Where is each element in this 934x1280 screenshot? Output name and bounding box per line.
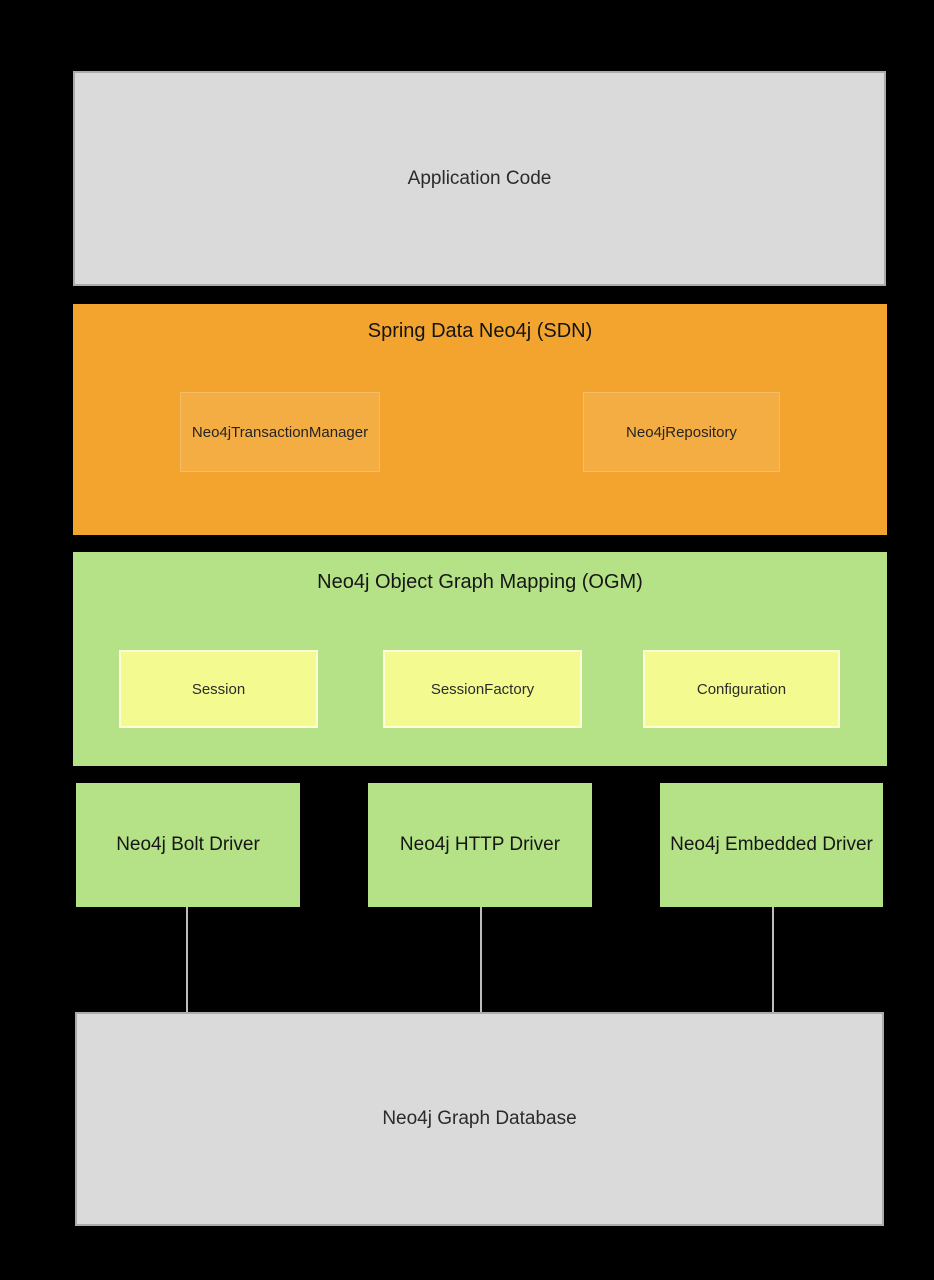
embedded-driver-connector-line xyxy=(772,907,774,1012)
graph-database-label: Neo4j Graph Database xyxy=(382,1108,577,1129)
session-box: Session xyxy=(119,650,318,728)
application-code-label: Application Code xyxy=(407,167,552,189)
session-factory-box: SessionFactory xyxy=(383,650,582,728)
configuration-label: Configuration xyxy=(696,680,787,698)
session-label: Session xyxy=(191,680,246,698)
ogm-layer-box: Neo4j Object Graph Mapping (OGM) Session… xyxy=(73,552,887,766)
session-factory-label: SessionFactory xyxy=(430,680,535,698)
ogm-layer-title: Neo4j Object Graph Mapping (OGM) xyxy=(317,571,643,593)
http-driver-box: Neo4j HTTP Driver xyxy=(368,783,592,907)
repository-box: Neo4jRepository xyxy=(583,392,780,472)
sdn-layer-title: Spring Data Neo4j (SDN) xyxy=(367,320,593,342)
http-driver-connector-line xyxy=(480,907,482,1012)
configuration-box: Configuration xyxy=(643,650,840,728)
bolt-driver-connector-line xyxy=(186,907,188,1012)
application-code-box: Application Code xyxy=(73,71,886,286)
repository-label: Neo4jRepository xyxy=(626,423,737,441)
bolt-driver-label: Neo4j Bolt Driver xyxy=(116,834,260,855)
embedded-driver-box: Neo4j Embedded Driver xyxy=(660,783,883,907)
sdn-layer-box: Spring Data Neo4j (SDN) Neo4jTransaction… xyxy=(73,304,887,535)
graph-database-box: Neo4j Graph Database xyxy=(75,1012,884,1226)
http-driver-label: Neo4j HTTP Driver xyxy=(399,834,561,855)
transaction-manager-box: Neo4jTransactionManager xyxy=(180,392,380,472)
transaction-manager-label: Neo4jTransactionManager xyxy=(191,423,369,441)
bolt-driver-box: Neo4j Bolt Driver xyxy=(76,783,300,907)
embedded-driver-label: Neo4j Embedded Driver xyxy=(670,834,873,855)
